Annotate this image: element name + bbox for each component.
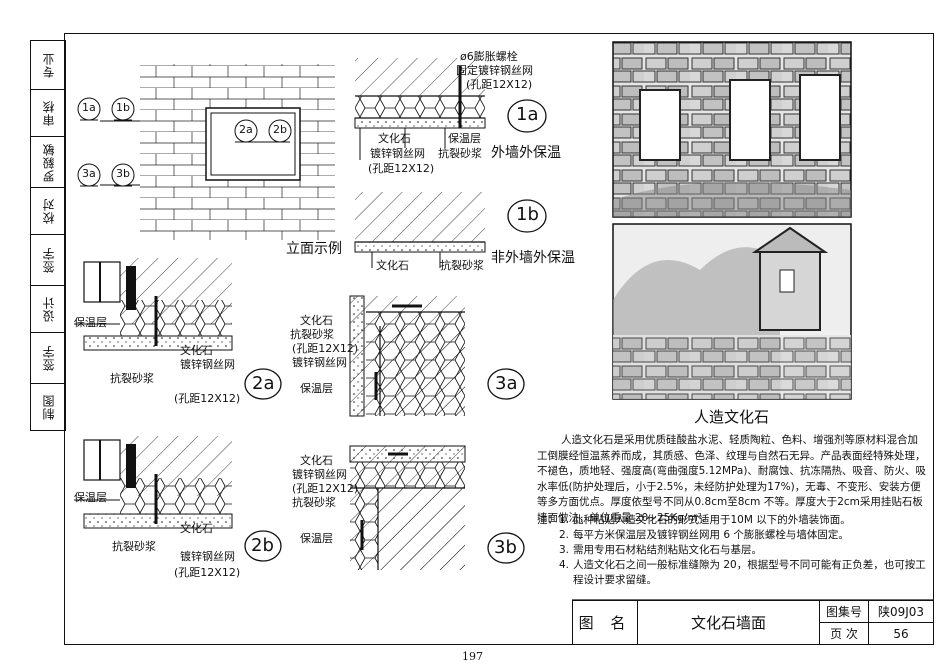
elevation-caption: 立面示例: [286, 241, 342, 257]
detail-3b-label-insulation: 保温层: [300, 532, 333, 545]
note-number: 3.: [559, 544, 570, 556]
title-name: 文化石墙面: [637, 600, 820, 645]
stone-description: 人造文化石是采用优质硅酸盐水泥、轻质陶粒、色料、增强剂等原材料混合加工倒膜经恒温…: [537, 433, 927, 526]
signoff-cell-drafting: 制图: [30, 383, 66, 431]
detail-1b-label-mortar: 抗裂砂浆: [440, 259, 484, 272]
note-text: 需用专用石材粘结剂粘贴文化石与基层。: [573, 544, 762, 556]
detail-1a-title: 外墙外保温: [491, 145, 561, 161]
detail-2a-tag: [244, 368, 282, 400]
detail-3b-label-mortar: 抗裂砂浆: [292, 496, 336, 509]
callout-2a-label: 2a: [239, 123, 253, 136]
detail-3b-label-stone: 文化石: [300, 454, 333, 467]
note-number: 4.: [559, 559, 570, 571]
callout-1a-label: 1a: [82, 101, 96, 114]
detail-1b-tag-label: 1b: [516, 204, 539, 225]
detail-3a-tag-label: 3a: [495, 373, 518, 394]
page-label: 页 次: [819, 622, 869, 645]
detail-1a-tag-label: 1a: [516, 104, 539, 125]
detail-3a-label-insulation: 保温层: [300, 382, 333, 395]
page-number: 197: [462, 650, 483, 663]
detail-1b-label-stone: 文化石: [376, 259, 409, 272]
drawing-frame: [64, 33, 934, 645]
detail-1a-mesh-label: 固定镀锌钢丝网: [456, 64, 533, 77]
callout-1b-label: 1b: [116, 101, 130, 114]
page-value: 56: [868, 622, 934, 645]
note-text: 每平方米保温层及镀锌钢丝网用 6 个膨胀螺栓与墙体固定。: [573, 529, 849, 541]
detail-3b-label-mesh: 镀锌钢丝网: [292, 468, 347, 481]
detail-3b-tag: [487, 532, 525, 564]
note-number: 2.: [559, 529, 570, 541]
photo-stone-wall: [612, 41, 852, 218]
detail-1b-title: 非外墙外保温: [491, 250, 575, 266]
detail-1a-label-stone: 文化石: [378, 132, 411, 145]
detail-1b-tag: [507, 199, 547, 233]
elevation-example: [77, 64, 335, 240]
detail-1a-section: [354, 58, 486, 160]
note-text: 人造文化石之间一般标准缝隙为 20，根据型号不同可能有正负差，也可按工程设计要求…: [573, 559, 926, 586]
detail-2b-label-spacing: (孔距12X12): [174, 566, 241, 579]
note-item: 2. 每平方米保温层及镀锌钢丝网用 6 个膨胀螺栓与墙体固定。: [537, 528, 927, 543]
title-name-label: 图 名: [572, 600, 638, 645]
callout-2b: [268, 119, 292, 143]
detail-1a-mesh-spacing: (孔距12X12): [466, 78, 533, 91]
detail-1a-bolt-label: ø6膨胀螺栓: [460, 50, 518, 63]
detail-2a-section: [74, 258, 233, 351]
note-number: 1.: [559, 514, 570, 526]
detail-2b-tag: [244, 530, 282, 562]
detail-1a-tag: [507, 99, 547, 133]
callout-3a-label: 3a: [82, 167, 96, 180]
callout-2b-label: 2b: [273, 123, 287, 136]
detail-3b-tag-label: 3b: [494, 537, 517, 558]
atlas-number: 陕09J03: [868, 600, 934, 623]
note-item: 注： 1. 此种粘贴人造文化石的形式适用于10M 以下的外墙装饰面。: [537, 513, 927, 528]
notes-block: 注： 1. 此种粘贴人造文化石的形式适用于10M 以下的外墙装饰面。 2. 每平…: [537, 513, 927, 588]
detail-3a-label-mortar: 抗裂砂浆: [290, 328, 334, 341]
detail-3a-label-stone: 文化石: [300, 314, 333, 327]
detail-2a-tag-label: 2a: [252, 373, 275, 394]
detail-2a-label-stone: 文化石: [180, 344, 213, 357]
detail-2a-label-mesh: 镀锌钢丝网: [180, 358, 235, 371]
note-text: 此种粘贴人造文化石的形式适用于10M 以下的外墙装饰面。: [573, 514, 851, 526]
detail-2b-label-mortar: 抗裂砂浆: [112, 540, 156, 553]
detail-2b-label-stone: 文化石: [180, 522, 213, 535]
note-item: 4. 人造文化石之间一般标准缝隙为 20，根据型号不同可能有正负差，也可按工程设…: [537, 558, 927, 588]
callout-1a: [77, 97, 101, 121]
detail-2a-label-insulation: 保温层: [74, 316, 107, 329]
callout-3b: [111, 163, 135, 187]
detail-3a-label-mesh: 镀锌钢丝网: [292, 356, 347, 369]
note-item: 3. 需用专用石材粘结剂粘贴文化石与基层。: [537, 543, 927, 558]
detail-3a-section: [349, 295, 465, 417]
callout-1b: [111, 97, 135, 121]
detail-3b-section: [349, 445, 466, 570]
detail-1b-section: [354, 192, 486, 268]
detail-2b-tag-label: 2b: [251, 535, 274, 556]
detail-2a-label-spacing: (孔距12X12): [174, 392, 241, 405]
photo-stone-house: [612, 223, 852, 400]
detail-2b-label-mesh: 镀锌钢丝网: [180, 550, 235, 563]
stone-description-text: 人造文化石是采用优质硅酸盐水泥、轻质陶粒、色料、增强剂等原材料混合加工倒膜经恒温…: [537, 434, 926, 524]
detail-1a-label-insulation: 保温层: [448, 132, 481, 145]
atlas-number-label: 图集号: [819, 600, 869, 623]
detail-3a-label-spacing: (孔距12X12): [292, 342, 359, 355]
detail-3a-tag: [487, 368, 525, 400]
detail-2b-label-insulation: 保温层: [74, 491, 107, 504]
callout-3b-label: 3b: [116, 167, 130, 180]
detail-2a-label-mortar: 抗裂砂浆: [110, 372, 154, 385]
detail-3b-label-spacing: (孔距12X12): [292, 482, 359, 495]
detail-1a-label-mesh: 镀锌钢丝网: [370, 147, 425, 160]
detail-1a-label-mortar: 抗裂砂浆: [438, 147, 482, 160]
callout-3a: [77, 163, 101, 187]
detail-2b-section: [74, 436, 233, 529]
photos-caption: 人造文化石: [694, 408, 770, 426]
detail-1a-label-spacing: (孔距12X12): [368, 162, 435, 175]
callout-2a: [234, 119, 258, 143]
notes-label: 注：: [537, 514, 558, 526]
